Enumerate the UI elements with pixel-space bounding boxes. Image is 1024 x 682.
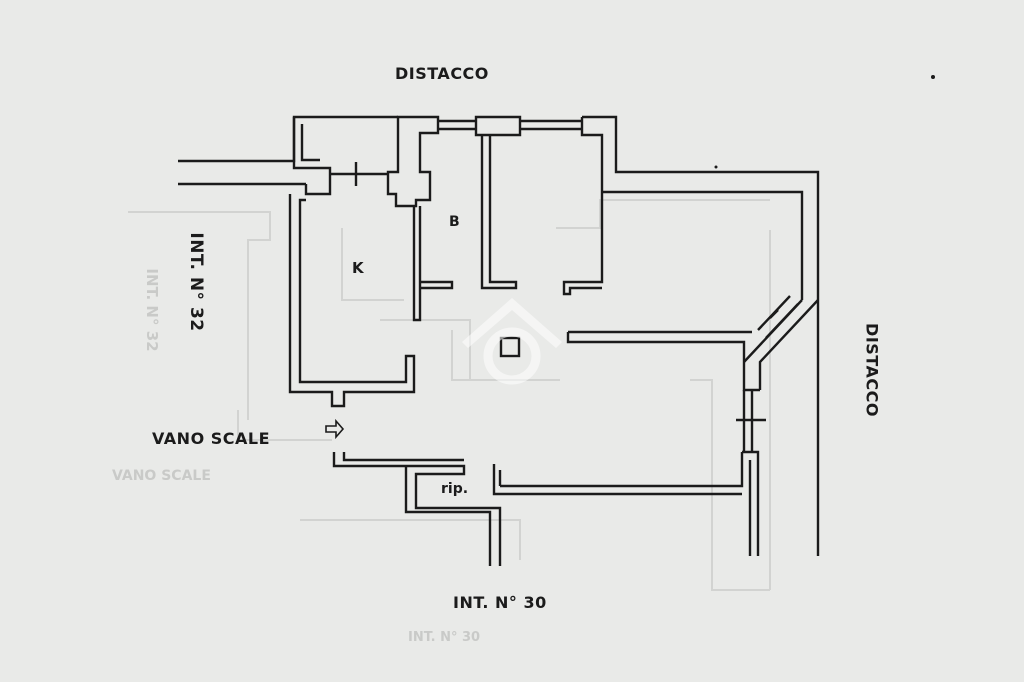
label-kitchen: K (352, 259, 365, 277)
partition-k-b (412, 206, 422, 322)
stair-wall-bottom-inner (342, 452, 464, 462)
corridor-wall-top (178, 115, 398, 163)
arrow-right-icon (325, 418, 345, 440)
partition-b-living (480, 135, 518, 290)
ghost-label-left: INT. N° 32 (143, 268, 161, 352)
top-wall-pier-1-inner (300, 124, 320, 162)
ghost-label-bottom: INT. N° 30 (408, 630, 481, 645)
bay-window-2 (769, 309, 779, 319)
top-wall-pier-2 (474, 115, 522, 137)
bathroom-door-jamb (420, 280, 454, 290)
label-distacco-top: DISTACCO (395, 64, 489, 83)
top-wall-pier-1 (292, 117, 332, 196)
living-partition (566, 332, 760, 392)
storage-east (492, 464, 742, 496)
top-wall-mid (386, 115, 440, 208)
house-logo-icon (462, 298, 562, 385)
label-storage: rip. (441, 481, 469, 497)
ghost-plan (128, 199, 771, 591)
walls (178, 115, 820, 566)
top-wall-pier-3 (582, 115, 820, 300)
specks (714, 75, 935, 169)
label-stairwell: VANO SCALE (152, 429, 271, 448)
label-unit-30: INT. N° 30 (453, 593, 547, 612)
bay-outer (758, 299, 819, 390)
top-window-right (520, 119, 582, 131)
label-bathroom: B (449, 214, 461, 230)
lower-right-pier (500, 450, 760, 556)
inner-wall-right-room (602, 190, 804, 300)
label-unit-32: INT. N° 32 (186, 232, 206, 332)
storage-walls (404, 466, 492, 566)
top-wall-pier-3-inner (562, 117, 604, 296)
label-distacco-right: DISTACCO (862, 323, 882, 417)
stair-wall-bottom (332, 452, 502, 566)
kitchen-wall-west (288, 194, 416, 408)
ghost-label-stairwell: VANO SCALE (112, 468, 211, 484)
top-window-b (438, 119, 476, 131)
bay-window-1 (757, 295, 799, 339)
column (499, 336, 521, 358)
